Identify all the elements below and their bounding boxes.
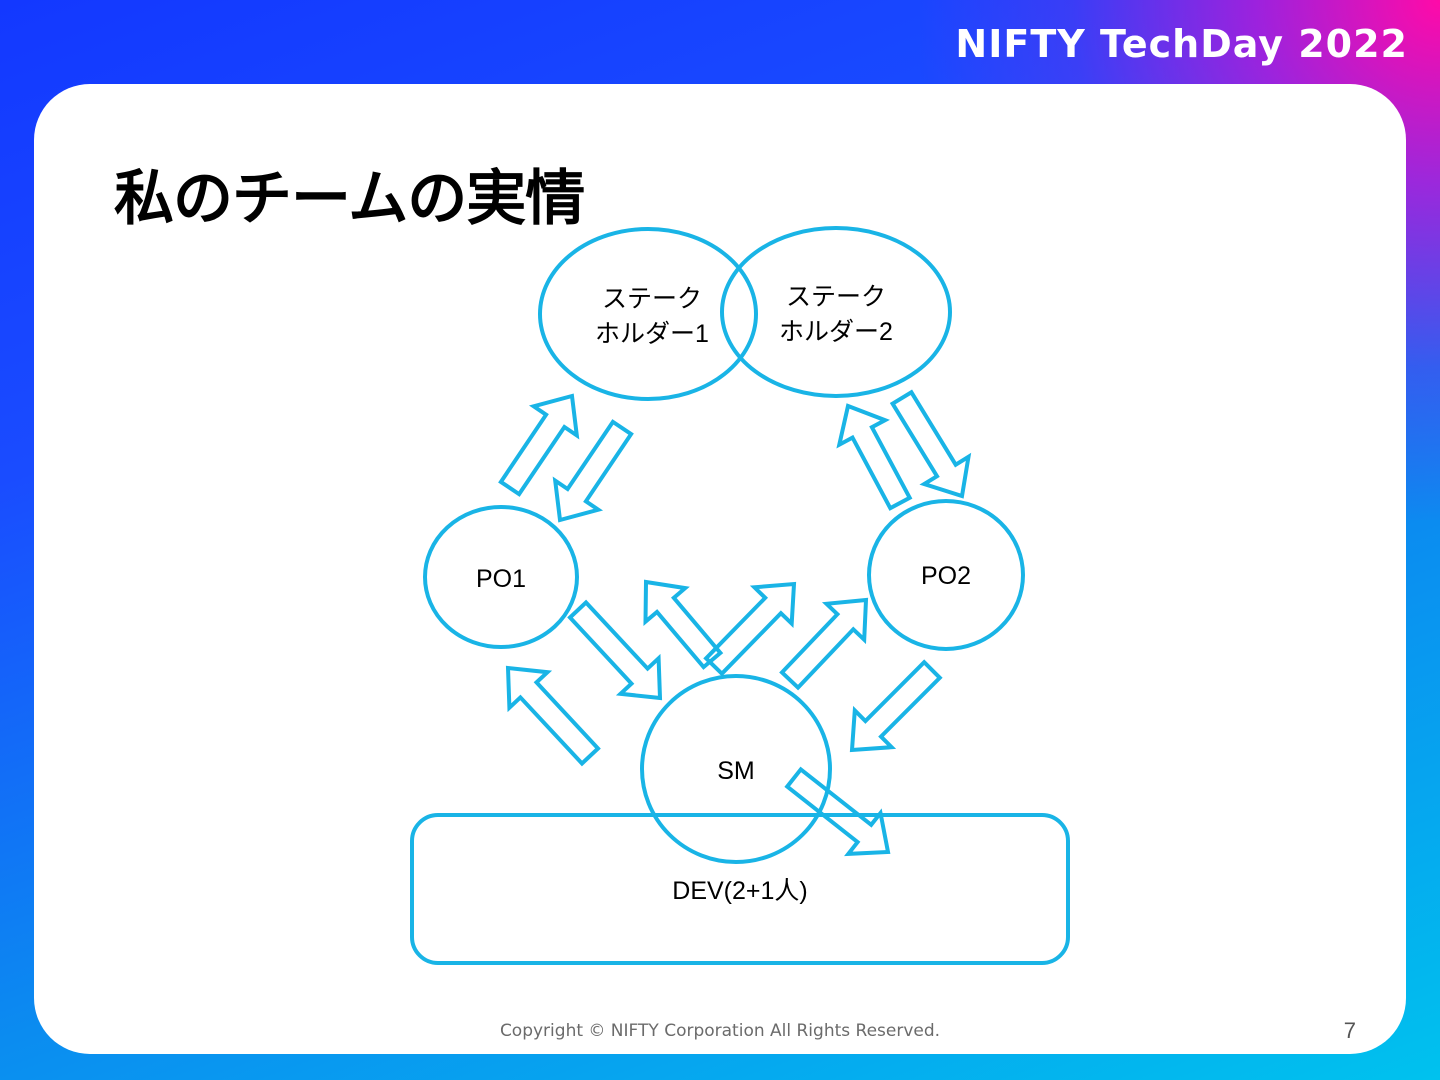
arrow-sm-to-po2 bbox=[779, 597, 869, 691]
stakeholder1-ellipse bbox=[538, 227, 758, 401]
arrow-stakeholder2-to-po2 bbox=[889, 389, 972, 499]
arrow-sm-up-left bbox=[643, 579, 724, 670]
dev-label: DEV(2+1人) bbox=[672, 877, 807, 905]
slide-card bbox=[34, 84, 1406, 1054]
page-number: 7 bbox=[1343, 1018, 1356, 1043]
arrow-po2-to-stakeholder2 bbox=[836, 403, 913, 511]
arrow-sm-to-po1 bbox=[505, 665, 601, 767]
arrow-sm-to-dev bbox=[784, 766, 891, 857]
stakeholder2-label-line1: ステーク bbox=[786, 283, 886, 311]
brand-logo: NIFTY TechDay 2022 bbox=[955, 22, 1408, 66]
arrow-po2-to-sm bbox=[849, 659, 943, 753]
po2-circle bbox=[867, 499, 1025, 651]
po1-label: PO1 bbox=[476, 565, 526, 593]
copyright-footer: Copyright © NIFTY Corporation All Rights… bbox=[499, 1021, 941, 1041]
arrow-po1-to-stakeholder1 bbox=[498, 393, 580, 497]
po1-circle bbox=[423, 505, 579, 649]
arrow-po1-to-sm bbox=[567, 599, 663, 701]
stakeholder2-label-line2: ホルダー2 bbox=[779, 318, 893, 346]
stakeholder1-label-line1: ステーク bbox=[602, 285, 702, 313]
arrow-sm-up-right bbox=[703, 581, 797, 677]
sm-label: SM bbox=[717, 757, 755, 785]
arrow-stakeholder1-to-po1 bbox=[552, 419, 634, 523]
po2-label: PO2 bbox=[921, 562, 971, 590]
dev-box bbox=[410, 813, 1070, 965]
slide-title: 私のチームの実情 bbox=[114, 164, 585, 234]
stakeholder2-ellipse bbox=[720, 226, 952, 398]
sm-circle bbox=[640, 674, 832, 864]
stakeholder1-label-line2: ホルダー1 bbox=[595, 320, 709, 348]
